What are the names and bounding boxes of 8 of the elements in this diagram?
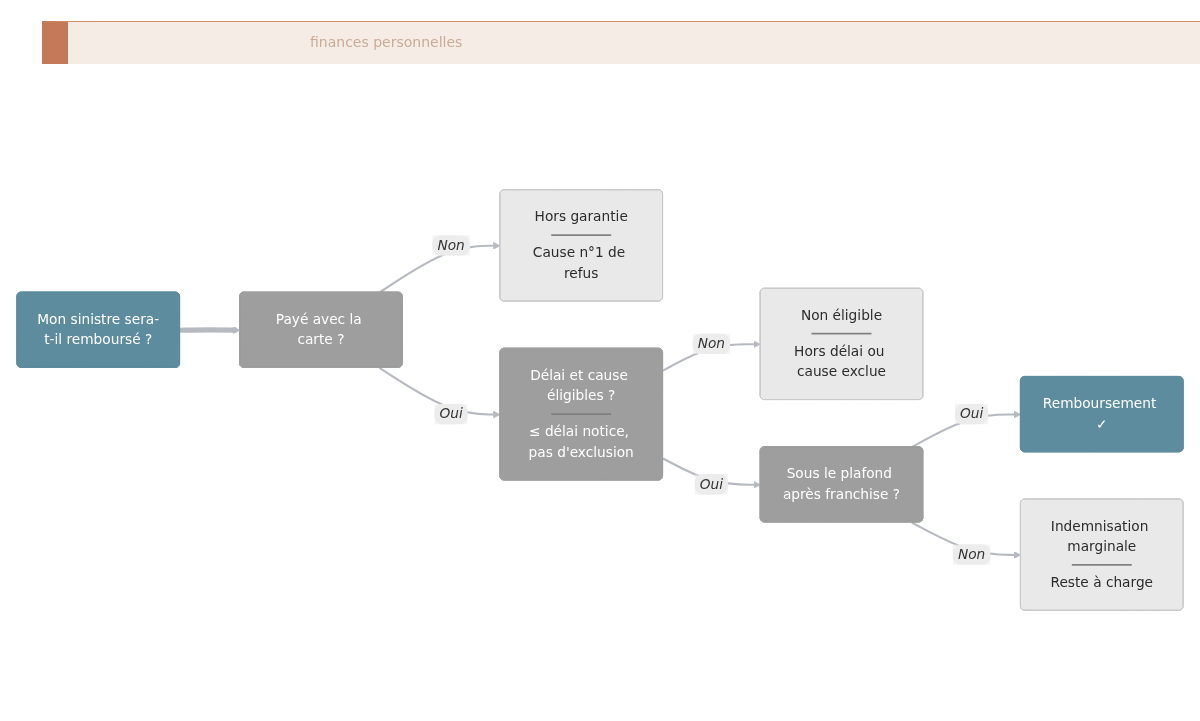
edge-label: Oui: [959, 405, 984, 422]
edge-label: Non: [957, 546, 986, 563]
arrow: [179, 326, 241, 334]
edge-label: Non: [437, 236, 465, 254]
edge-label: Oui: [439, 405, 463, 422]
edge-label: Non: [697, 335, 726, 352]
tagline-text: finances personnelles: [310, 34, 463, 50]
edge-label: Oui: [699, 475, 723, 493]
